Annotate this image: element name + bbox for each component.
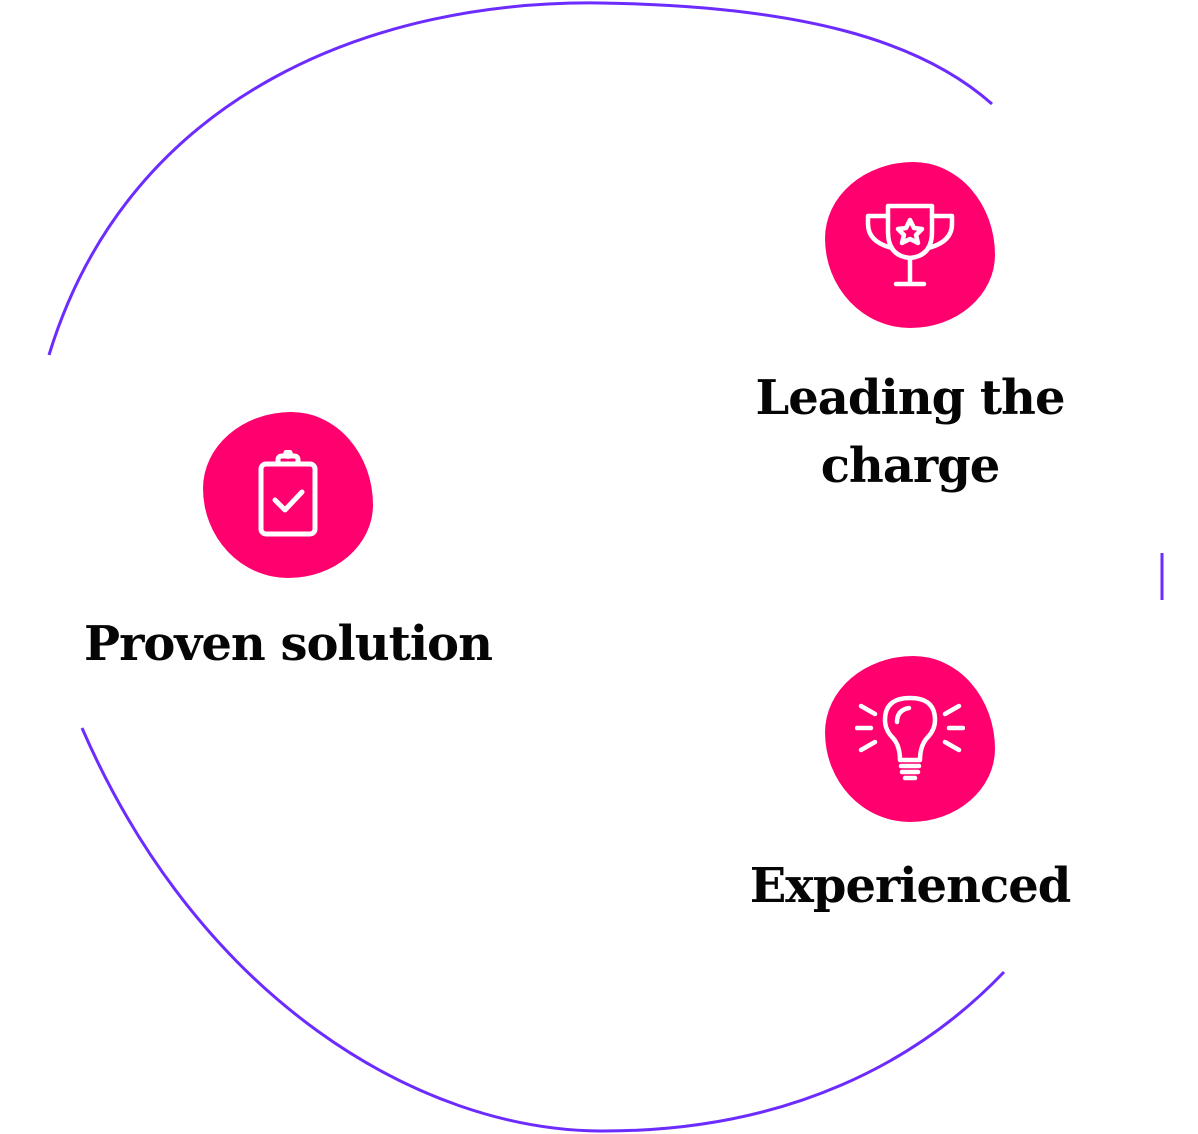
feature-leading-the-charge: Leading the charge	[740, 162, 1080, 500]
feature-icon-badge	[825, 656, 995, 822]
clipboard-check-icon	[248, 450, 328, 540]
ring-arc-top	[47, 1, 993, 356]
feature-label: Proven solution	[84, 616, 493, 672]
lightbulb-icon	[855, 694, 965, 784]
feature-icon-badge	[203, 412, 373, 578]
trophy-icon	[862, 202, 958, 288]
ring-arc-bottom	[80, 727, 1006, 1133]
feature-label: Experienced	[749, 858, 1072, 914]
feature-proven-solution: Proven solution	[80, 412, 496, 678]
feature-experienced: Experienced	[740, 656, 1080, 920]
feature-label: Leading the charge	[755, 370, 1066, 494]
feature-icon-badge	[825, 162, 995, 328]
